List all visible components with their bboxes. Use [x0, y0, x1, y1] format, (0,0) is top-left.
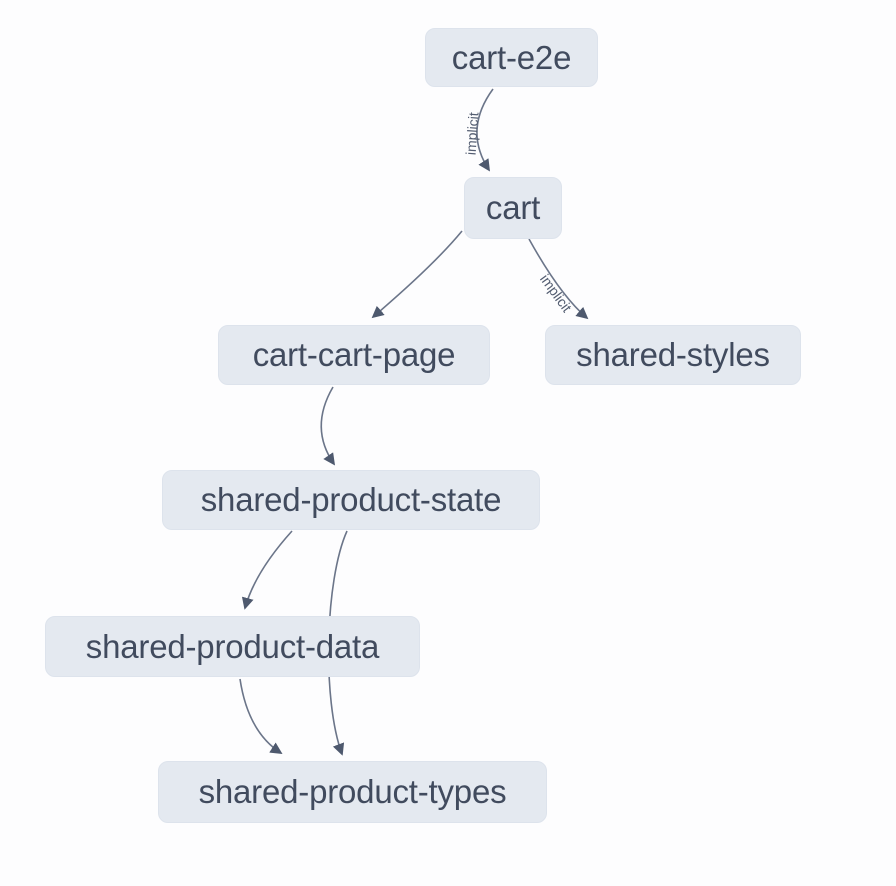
node-cart[interactable]: cart [464, 177, 562, 239]
node-cart-e2e[interactable]: cart-e2e [425, 28, 598, 87]
node-shared-product-data[interactable]: shared-product-data [45, 616, 420, 677]
node-shared-product-state[interactable]: shared-product-state [162, 470, 540, 530]
edge-label-implicit-shared-styles: implicit [537, 271, 575, 315]
edge-cart-to-shared-styles [528, 238, 589, 320]
node-cart-cart-page[interactable]: cart-cart-page [218, 325, 490, 385]
edge-shared-product-state-to-shared-product-data [241, 530, 293, 610]
edge-label-implicit-cart-e2e: implicit [463, 112, 482, 156]
edge-cart-to-cart-cart-page [371, 230, 463, 319]
edge-shared-product-data-to-shared-product-types [239, 678, 283, 754]
edge-cart-e2e-to-cart [476, 88, 494, 172]
node-shared-product-types[interactable]: shared-product-types [158, 761, 547, 823]
edge-cart-cart-page-to-shared-product-state [320, 386, 336, 466]
node-shared-styles[interactable]: shared-styles [545, 325, 801, 385]
